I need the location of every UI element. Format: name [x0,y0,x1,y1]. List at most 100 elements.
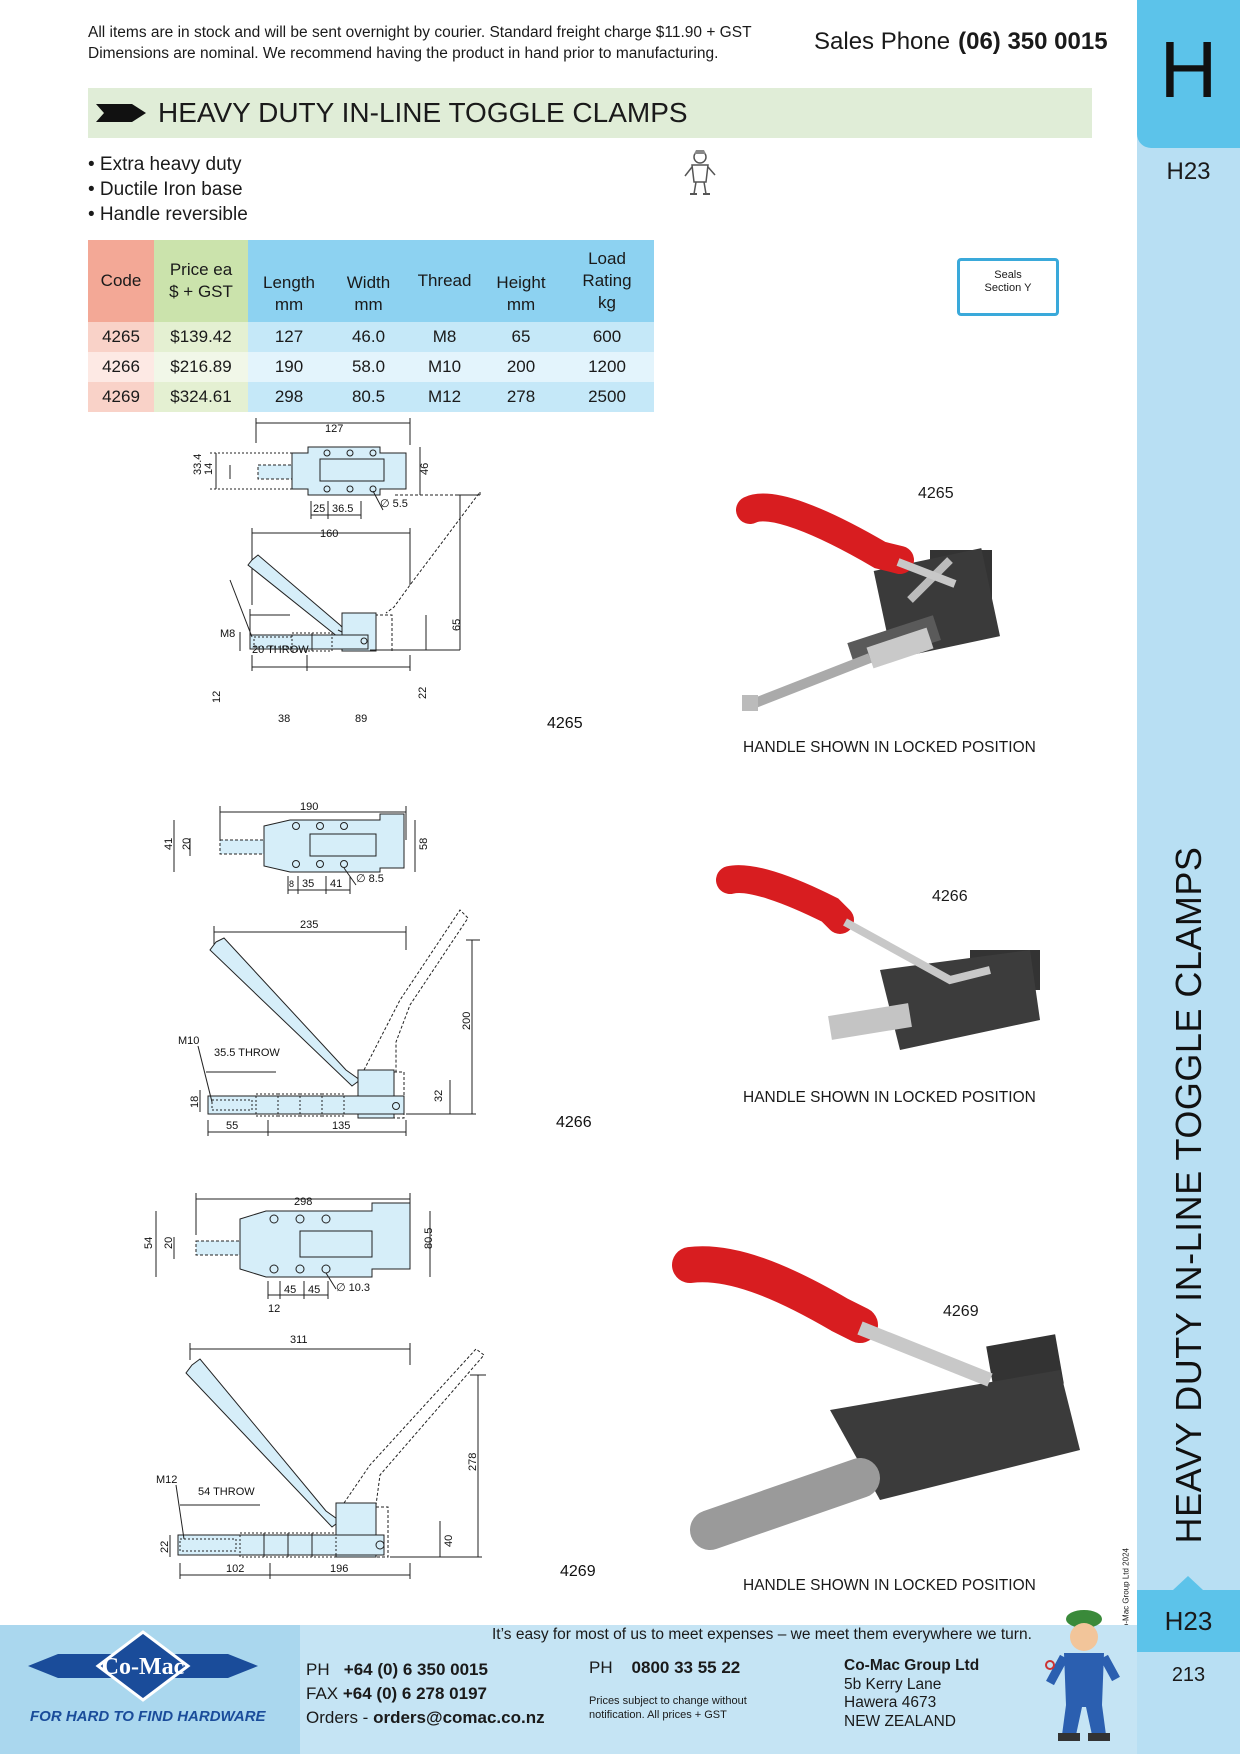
dim-4265-throw: 20 THROW [252,644,309,656]
arrow-icon [96,104,146,122]
drawing-4266: 190 41 20 58 8 35 41 ∅ 8.5 235 200 M10 3… [163,801,592,1136]
photo-code-4265: 4265 [918,485,954,502]
notice-line-2: Dimensions are nominal. We recommend hav… [88,45,719,62]
photo-4265 [736,493,1001,711]
cell-thread: M12 [407,382,482,412]
dim-4269-g: 40 [443,1535,455,1547]
drawing-code-4269: 4269 [560,1563,596,1580]
dim-4266-f: 18 [189,1096,201,1108]
dim-4266-hole: ∅ 8.5 [356,873,384,885]
photo-code-4266: 4266 [932,888,968,905]
dim-4266-e: 41 [330,878,342,890]
seals-line-1: Seals [994,269,1022,281]
title-banner: HEAVY DUTY IN-LINE TOGGLE CLAMPS [88,88,1092,138]
address-line-2: Hawera 4673 [844,1694,937,1711]
address-line-3: NEW ZEALAND [844,1712,956,1730]
comac-logo[interactable]: Co-Mac [28,1630,258,1708]
freight-notice: All items are in stock and will be sent … [88,22,752,64]
phone-number[interactable]: +64 (0) 6 350 0015 [343,1660,488,1679]
cell-height: 65 [482,322,560,352]
dim-4269-width: 80.5 [423,1228,435,1249]
dim-4265-height: 65 [451,619,463,631]
dim-4266-thread: M10 [178,1035,199,1047]
logo-text: Co-Mac [102,1654,185,1680]
table-row: 4269 $324.61 298 80.5 M12 278 2500 [88,382,654,412]
dim-4265-thread: M8 [220,628,235,640]
table-row: 4265 $139.42 127 46.0 M8 65 600 [88,322,654,352]
cell-price: $139.42 [154,322,248,352]
side-strip [1137,0,1240,1754]
dim-4269-hole: ∅ 10.3 [336,1282,370,1294]
dim-4266-throw: 35.5 THROW [214,1047,280,1059]
notice-line-1: All items are in stock and will be sent … [88,24,752,41]
dim-4269-throw: 54 THROW [198,1486,255,1498]
col-code: Code [88,240,154,322]
footer-address: Co-Mac Group Ltd 5b Kerry Lane Hawera 46… [844,1657,979,1731]
footer-contacts: PH +64 (0) 6 350 0015 FAX +64 (0) 6 278 … [306,1658,545,1730]
sales-number[interactable]: (06) 350 0015 [958,28,1108,55]
dim-4266-c: 8 [289,879,294,889]
footer-orders: Orders - orders@comac.co.nz [306,1708,545,1727]
dim-4266-h: 55 [226,1120,238,1132]
dim-4265-width: 46 [419,463,431,475]
section-code: H23 [1166,158,1211,185]
cell-load: 2500 [560,382,654,412]
dim-4269-f: 22 [159,1541,171,1553]
page-title: HEAVY DUTY IN-LINE TOGGLE CLAMPS [158,97,688,128]
photo-caption-4265: HANDLE SHOWN IN LOCKED POSITION [743,739,1036,756]
dim-4266-height: 200 [461,1012,473,1030]
dim-4266-length: 190 [300,801,318,813]
photo-caption-4269: HANDLE SHOWN IN LOCKED POSITION [743,1577,1036,1594]
note-line-2: notification. All prices + GST [589,1709,727,1721]
dim-4266-a: 41 [163,838,175,850]
mascot-figure [1045,1610,1120,1741]
section-tab[interactable]: H [1137,0,1240,148]
note-line-1: Prices subject to change without [589,1695,747,1707]
footer-freephone: PH 0800 33 55 22 [589,1658,741,1677]
mascot-figure-small [684,150,716,195]
dim-4265-c: 25 [313,503,325,515]
dim-4269-e: 45 [308,1284,320,1296]
cell-width: 80.5 [330,382,407,412]
cell-price: $324.61 [154,382,248,412]
footer-price-note: Prices subject to change without notific… [589,1694,747,1722]
section-letter: H [1159,25,1218,114]
cell-load: 1200 [560,352,654,382]
freephone-number[interactable]: 0800 33 55 22 [631,1658,741,1677]
dim-4265-b: 14 [203,463,215,475]
feature-list: • Extra heavy duty • Ductile Iron base •… [88,152,248,227]
col-price: Price ea$ + GST [154,240,248,322]
footer-tagline: FOR HARD TO FIND HARDWARE [30,1708,266,1725]
dim-4266-b: 20 [181,838,193,850]
drawing-code-4266: 4266 [556,1114,592,1131]
cell-thread: M10 [407,352,482,382]
footer-phone: PH +64 (0) 6 350 0015 [306,1660,488,1679]
feature-item: • Ductile Iron base [88,179,243,200]
dim-4265-e: 12 [211,691,223,703]
dim-4269-a: 54 [143,1237,155,1249]
col-thread: Thread [407,240,482,322]
vertical-title-text: HEAVY DUTY IN-LINE TOGGLE CLAMPS [1168,846,1209,1544]
table-row: 4266 $216.89 190 58.0 M10 200 1200 [88,352,654,382]
dim-4265-handle: 160 [320,528,338,540]
cell-width: 58.0 [330,352,407,382]
orders-email[interactable]: orders@comac.co.nz [373,1708,545,1727]
dim-4269-i: 196 [330,1563,348,1575]
footer-quote: It’s easy for most of us to meet expense… [492,1626,1032,1643]
dim-4266-i: 135 [332,1120,350,1132]
fax-number[interactable]: +64 (0) 6 278 0197 [342,1684,488,1703]
photo-4269 [672,1246,1080,1550]
dim-4265-h: 89 [355,713,367,725]
dim-4269-handle: 311 [290,1334,308,1346]
cell-length: 190 [248,352,330,382]
dim-4265-g: 38 [278,713,290,725]
cell-height: 278 [482,382,560,412]
dim-4269-b: 20 [163,1237,175,1249]
seals-line-2: Section Y [984,282,1032,294]
